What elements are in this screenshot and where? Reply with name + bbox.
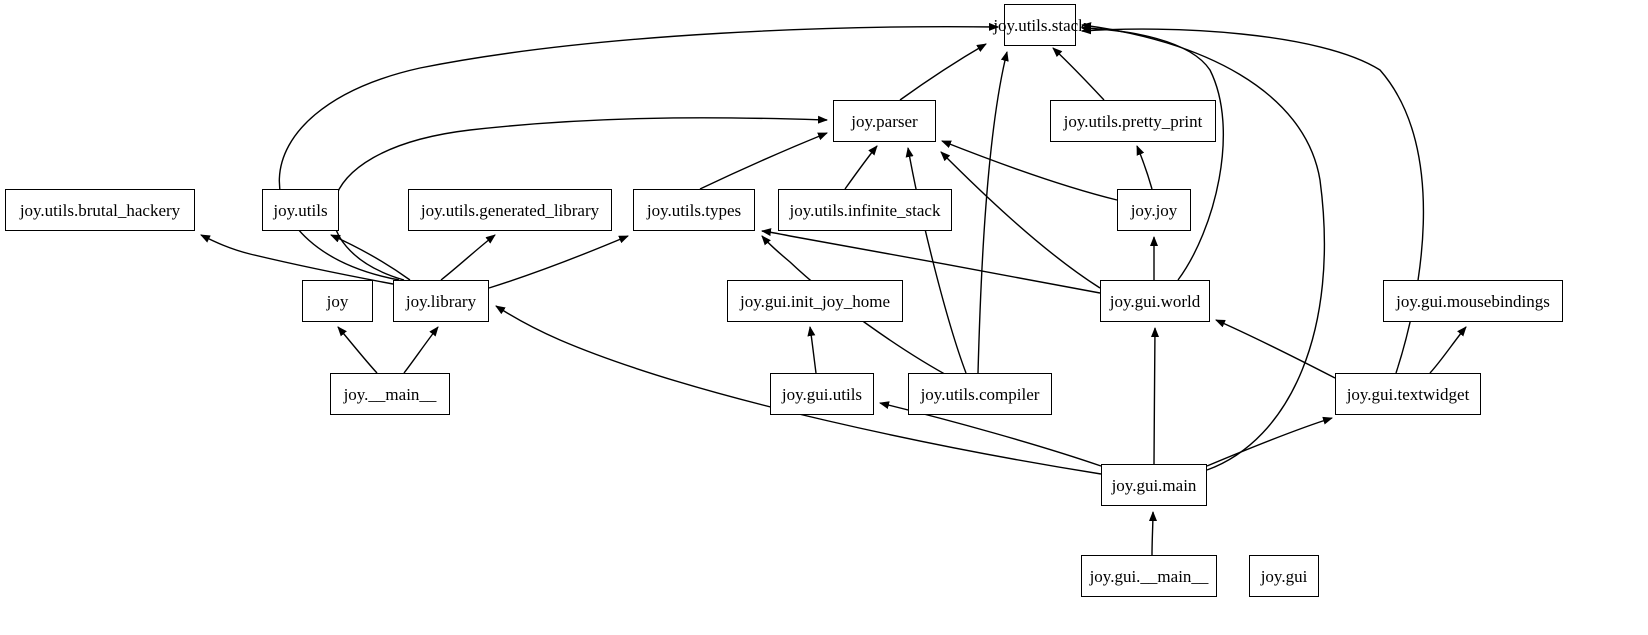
- graph-node-label: joy.gui.mousebindings: [1396, 291, 1550, 311]
- edge-joy-joy-to-pretty-print: [1136, 145, 1153, 190]
- graph-node-joy-utils-brutal-hackery[interactable]: joy.utils.brutal_hackery: [5, 189, 195, 231]
- graph-node-joy-library[interactable]: joy.library: [393, 280, 489, 322]
- edge-parser-to-stack: [899, 43, 987, 101]
- edge-world-to-parser: [940, 151, 1101, 289]
- edge-world-to-stack: [1081, 24, 1225, 281]
- graph-node-joy-gui-mousebindings[interactable]: joy.gui.mousebindings: [1383, 280, 1563, 322]
- graph-node-joy-utils-infinite-stack[interactable]: joy.utils.infinite_stack: [778, 189, 952, 231]
- graph-node-label: joy.__main__: [343, 384, 437, 404]
- graph-node-label: joy.gui.__main__: [1089, 566, 1209, 586]
- edge-pretty-print-to-stack: [1052, 47, 1105, 101]
- edge-gui-main-to-stack: [1081, 22, 1326, 471]
- edge-gui-dunder-main-to-gui-main: [1148, 511, 1157, 556]
- graph-node-joy-joy[interactable]: joy.joy: [1117, 189, 1191, 231]
- graph-node-label: joy.utils.generated_library: [420, 200, 600, 220]
- graph-node-joy-gui-main[interactable]: joy.gui.main: [1101, 464, 1207, 506]
- graph-node-label: joy.utils.infinite_stack: [789, 200, 941, 220]
- graph-node-label: joy.utils: [273, 200, 328, 220]
- graph-node-label: joy.gui.utils: [781, 384, 863, 404]
- graph-node-label: joy.library: [405, 291, 477, 311]
- edge-compiler-to-parser: [905, 147, 967, 374]
- edge-main-to-library: [403, 326, 439, 374]
- edge-textwidget-to-mousebindings: [1429, 326, 1467, 374]
- edge-gui-utils-to-init-joy-home: [807, 326, 817, 374]
- graph-node-joy-utils-generated-library[interactable]: joy.utils.generated_library: [408, 189, 612, 231]
- graph-node-joy-utils-types[interactable]: joy.utils.types: [633, 189, 755, 231]
- edge-joy-joy-to-parser: [941, 140, 1118, 201]
- graph-node-joy-gui-world[interactable]: joy.gui.world: [1100, 280, 1210, 322]
- graph-node-label: joy.utils.stack: [993, 15, 1087, 35]
- graph-node-joy-gui[interactable]: joy.gui: [1249, 555, 1319, 597]
- graph-node-joy-utils-pretty-print[interactable]: joy.utils.pretty_print: [1050, 100, 1216, 142]
- edge-infinite-stack-to-parser: [844, 145, 878, 190]
- graph-node-label: joy.gui.textwidget: [1346, 384, 1470, 404]
- edge-library-to-brutal-hackery: [200, 234, 394, 285]
- edge-library-to-utils: [330, 234, 411, 281]
- graph-node-label: joy.utils.types: [646, 200, 742, 220]
- graph-node-joy-gui-init-joy-home[interactable]: joy.gui.init_joy_home: [727, 280, 903, 322]
- edge-gui-main-to-world: [1150, 327, 1159, 465]
- graph-node-joy-parser[interactable]: joy.parser: [833, 100, 936, 142]
- graph-node-label: joy.gui.world: [1109, 291, 1201, 311]
- graph-node-label: joy.utils.pretty_print: [1063, 111, 1203, 131]
- graph-node-label: joy.gui.init_joy_home: [739, 291, 890, 311]
- graph-node-joy-gui-utils[interactable]: joy.gui.utils: [770, 373, 874, 415]
- edge-main-to-joy: [337, 326, 378, 374]
- edge-types-to-parser: [699, 132, 828, 190]
- graph-node-joy-main[interactable]: joy.__main__: [330, 373, 450, 415]
- graph-node-joy-gui-textwidget[interactable]: joy.gui.textwidget: [1335, 373, 1481, 415]
- graph-node-joy[interactable]: joy: [302, 280, 373, 322]
- edge-textwidget-to-world: [1215, 319, 1336, 379]
- graph-node-label: joy.utils.compiler: [920, 384, 1040, 404]
- edge-library-to-generated-library: [440, 234, 496, 281]
- graph-node-label: joy.utils.brutal_hackery: [19, 200, 181, 220]
- graph-node-label: joy.joy: [1130, 200, 1178, 220]
- edge-gui-main-to-textwidget: [1206, 416, 1333, 467]
- edge-library-to-types: [488, 235, 629, 289]
- graph-node-label: joy.parser: [851, 111, 918, 131]
- graph-node-label: joy.gui.main: [1111, 475, 1197, 495]
- graph-node-joy-gui-main[interactable]: joy.gui.__main__: [1081, 555, 1217, 597]
- edge-library-to-stack: [278, 22, 999, 281]
- graph-node-joy-utils[interactable]: joy.utils: [262, 189, 339, 231]
- graph-node-joy-utils-stack[interactable]: joy.utils.stack: [993, 4, 1087, 46]
- graph-node-joy-utils-compiler[interactable]: joy.utils.compiler: [908, 373, 1052, 415]
- graph-node-label: joy.gui: [1260, 566, 1308, 586]
- edge-compiler-to-stack: [977, 51, 1009, 374]
- graph-node-label: joy: [326, 291, 349, 311]
